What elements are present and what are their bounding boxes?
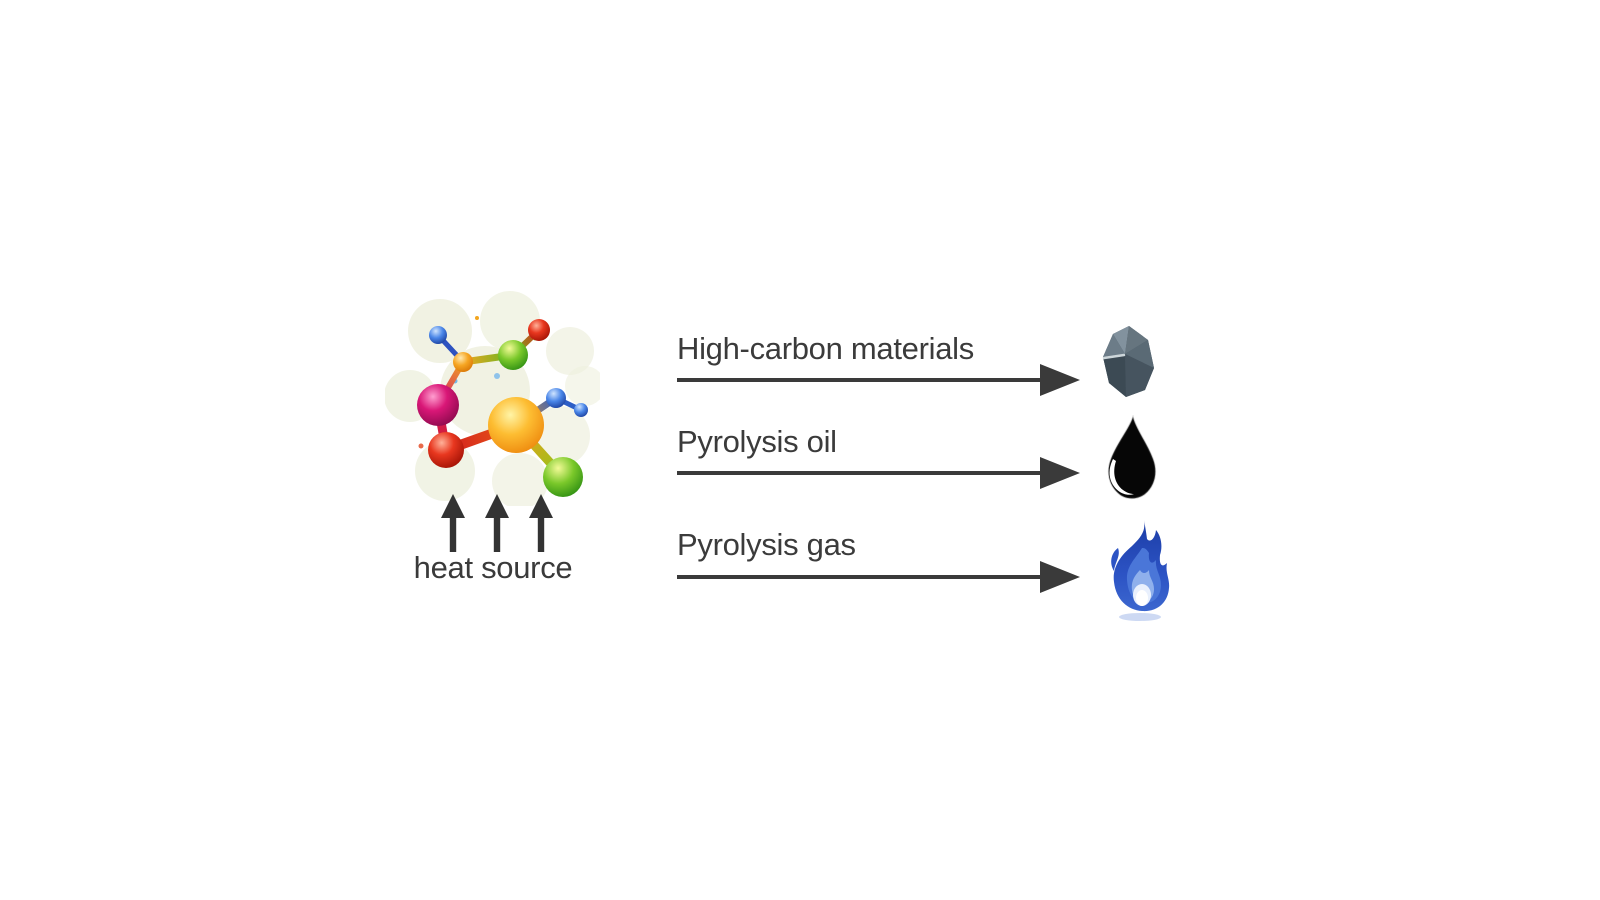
flow-arrow-line <box>677 575 1042 579</box>
oil-drop-icon <box>1107 415 1157 500</box>
atom-magenta-big <box>417 384 459 426</box>
atom-red-mid <box>428 432 464 468</box>
atom-blue-small-1 <box>429 326 447 344</box>
atom-blue-mid <box>546 388 566 408</box>
atom-blue-small-2 <box>574 403 588 417</box>
molecule-background-blobs <box>385 291 600 506</box>
heat-source-label: heat source <box>413 550 573 585</box>
molecule-illustration <box>385 291 600 506</box>
blue-flame-icon <box>1111 520 1170 621</box>
atom-orange-small <box>453 352 473 372</box>
atom-green-big <box>543 457 583 497</box>
heat-arrows <box>441 494 553 552</box>
flame-reflection <box>1119 613 1161 621</box>
heat-arrow-icon <box>529 494 553 552</box>
molecule-atoms <box>417 319 588 497</box>
flow-arrowhead-icon <box>1040 457 1080 489</box>
coal-rock-icon <box>1102 326 1154 397</box>
flow-arrowhead-icon <box>1040 364 1080 396</box>
flow-arrow-line <box>677 378 1042 382</box>
atom-green-mid <box>498 340 528 370</box>
output-label-pyrolysis-oil: Pyrolysis oil <box>677 424 837 459</box>
flow-arrow-line <box>677 471 1042 475</box>
heat-arrow-icon <box>485 494 509 552</box>
atom-orange-big <box>488 397 544 453</box>
output-label-high-carbon: High-carbon materials <box>677 331 974 366</box>
flow-arrowhead-icon <box>1040 561 1080 593</box>
output-label-pyrolysis-gas: Pyrolysis gas <box>677 527 856 562</box>
heat-arrow-icon <box>441 494 465 552</box>
atom-red-small <box>528 319 550 341</box>
